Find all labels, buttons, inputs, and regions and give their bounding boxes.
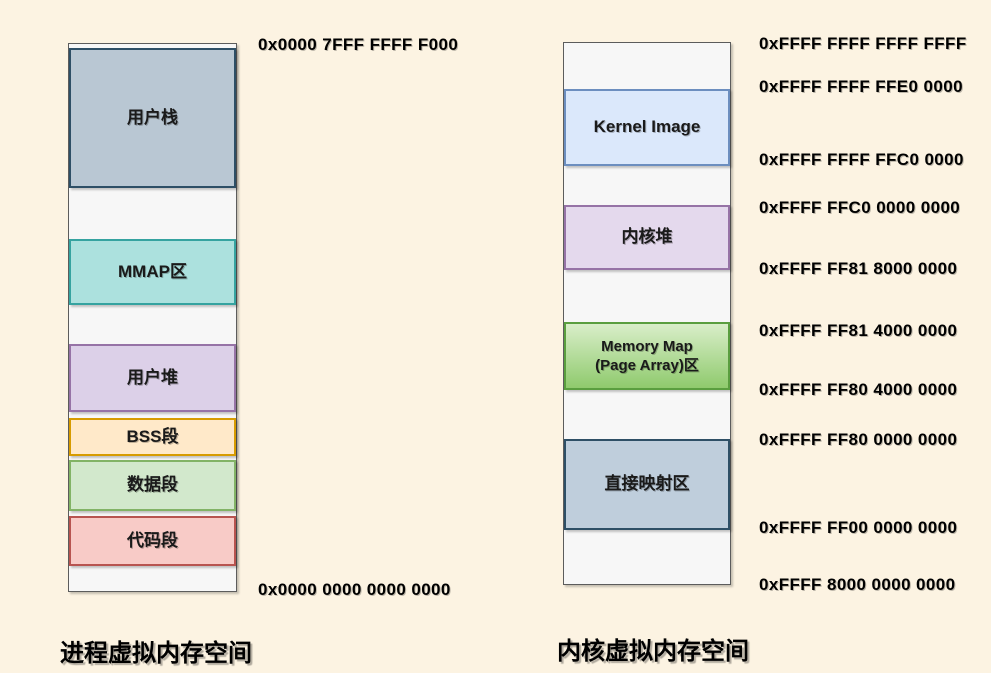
code-segment-label: 代码段 bbox=[127, 530, 178, 550]
bss-segment-label: BSS段 bbox=[126, 426, 179, 446]
process-memory-caption: 进程虚拟内存空间 bbox=[60, 640, 252, 667]
process-memory-address: 0x0000 7FFF FFFF F000 bbox=[258, 35, 459, 54]
mmap-area-label: MMAP区 bbox=[118, 261, 187, 281]
process-memory-address: 0x0000 0000 0000 0000 bbox=[258, 580, 451, 599]
memory-map-page-array-segment: Memory Map (Page Array)区 bbox=[564, 322, 730, 390]
kernel-memory-address: 0xFFFF FFC0 0000 0000 bbox=[759, 198, 961, 217]
kernel-memory-address: 0xFFFF FF00 0000 0000 bbox=[759, 518, 958, 537]
kernel-memory-address: 0xFFFF FF81 4000 0000 bbox=[759, 321, 958, 340]
kernel-memory-caption: 内核虚拟内存空间 bbox=[557, 638, 749, 665]
user-stack-label: 用户栈 bbox=[127, 107, 178, 127]
user-stack-segment: 用户栈 bbox=[69, 48, 236, 188]
kernel-memory-address: 0xFFFF FF80 0000 0000 bbox=[759, 430, 958, 449]
direct-mapping-area-label: 直接映射区 bbox=[604, 474, 690, 494]
kernel-image-segment: Kernel Image bbox=[564, 89, 730, 166]
data-segment-segment: 数据段 bbox=[69, 460, 236, 511]
kernel-image-label: Kernel Image bbox=[593, 117, 701, 137]
user-heap-label: 用户堆 bbox=[127, 367, 178, 387]
kernel-memory-address: 0xFFFF FF80 4000 0000 bbox=[759, 380, 958, 399]
kernel-memory-address: 0xFFFF FFFF FFE0 0000 bbox=[759, 77, 963, 96]
direct-mapping-area-segment: 直接映射区 bbox=[564, 439, 730, 530]
kernel-memory-address: 0xFFFF 8000 0000 0000 bbox=[759, 575, 956, 594]
code-segment-segment: 代码段 bbox=[69, 516, 236, 566]
data-segment-label: 数据段 bbox=[127, 475, 178, 495]
bss-segment-segment: BSS段 bbox=[69, 418, 236, 456]
kernel-memory-address: 0xFFFF FFFF FFFF FFFF bbox=[759, 34, 967, 53]
kernel-memory-column: Kernel Image 内核堆 Memory Map (Page Array)区直… bbox=[563, 42, 731, 585]
kernel-memory-address: 0xFFFF FF81 8000 0000 bbox=[759, 259, 958, 278]
memory-map-page-array-label: Memory Map (Page Array)区 bbox=[595, 337, 699, 375]
user-heap-segment: 用户堆 bbox=[69, 344, 236, 412]
kernel-heap-label: 内核堆 bbox=[621, 227, 673, 247]
kernel-memory-address: 0xFFFF FFFF FFC0 0000 bbox=[759, 150, 964, 169]
mmap-area-segment: MMAP区 bbox=[69, 239, 236, 305]
process-memory-column: 用户栈 MMAP区用户堆 BSS段数据段代码段 bbox=[68, 43, 237, 592]
kernel-heap-segment: 内核堆 bbox=[564, 205, 730, 270]
